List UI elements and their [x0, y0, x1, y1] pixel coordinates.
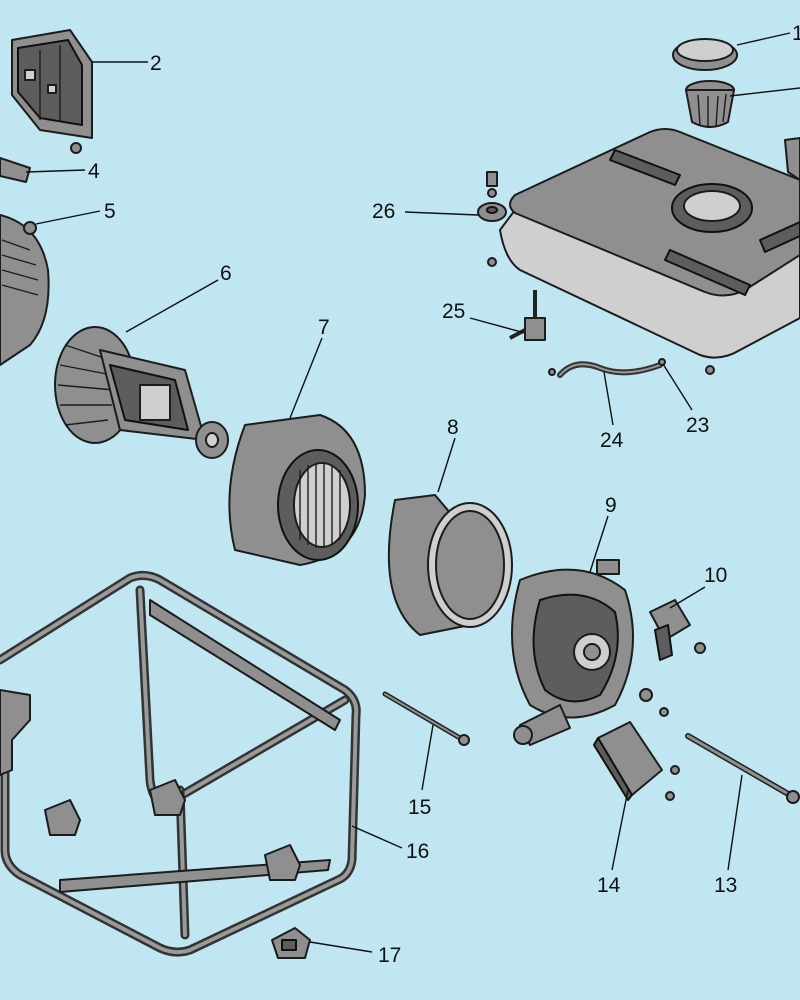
part-1-filler-cap [672, 38, 738, 71]
part-17-rubber-mount [271, 927, 311, 959]
callout-5: 5 [104, 200, 116, 223]
callout-14: 14 [597, 874, 621, 897]
callout-26: 26 [372, 200, 395, 223]
callout-4: 4 [88, 160, 100, 183]
part-26-damper [477, 171, 507, 267]
part-8-sleeve [387, 494, 513, 636]
callout-25: 25 [442, 300, 465, 323]
fuel-strainer [685, 80, 735, 128]
part-7-stator [228, 414, 366, 566]
part-9-end-bracket [511, 559, 634, 746]
part-25-fuel-cock [509, 290, 546, 341]
callout-17: 17 [378, 944, 401, 967]
callout-7: 7 [318, 316, 330, 339]
callout-15: 15 [408, 796, 431, 819]
callout-6: 6 [220, 262, 232, 285]
callout-16: 16 [406, 840, 429, 863]
fuel-tank [499, 128, 800, 375]
callout-10: 10 [704, 564, 727, 587]
callout-23: 23 [686, 414, 709, 437]
part-2-control-panel [11, 29, 93, 154]
part-6-rotor [54, 326, 229, 459]
callout-9: 9 [605, 494, 617, 517]
part-4-bracket [0, 157, 31, 183]
callout-labels: 1 2 4 5 6 7 8 9 10 13 14 15 16 17 23 24 … [88, 22, 800, 967]
part-10-brush-holder [649, 599, 706, 661]
part-16-frame [0, 570, 361, 957]
callout-24: 24 [600, 429, 624, 452]
callout-13: 13 [714, 874, 737, 897]
callout-1: 1 [792, 22, 800, 45]
part-24-fuel-hose [548, 358, 666, 378]
part-13-long-bolt [685, 733, 800, 804]
part-5-fan-cover [0, 214, 50, 366]
leader-lines [25, 32, 800, 953]
callout-2: 2 [150, 52, 162, 75]
callout-8: 8 [447, 416, 459, 439]
part-14-avr-box [593, 688, 680, 801]
part-15-tie-rod [382, 691, 470, 746]
